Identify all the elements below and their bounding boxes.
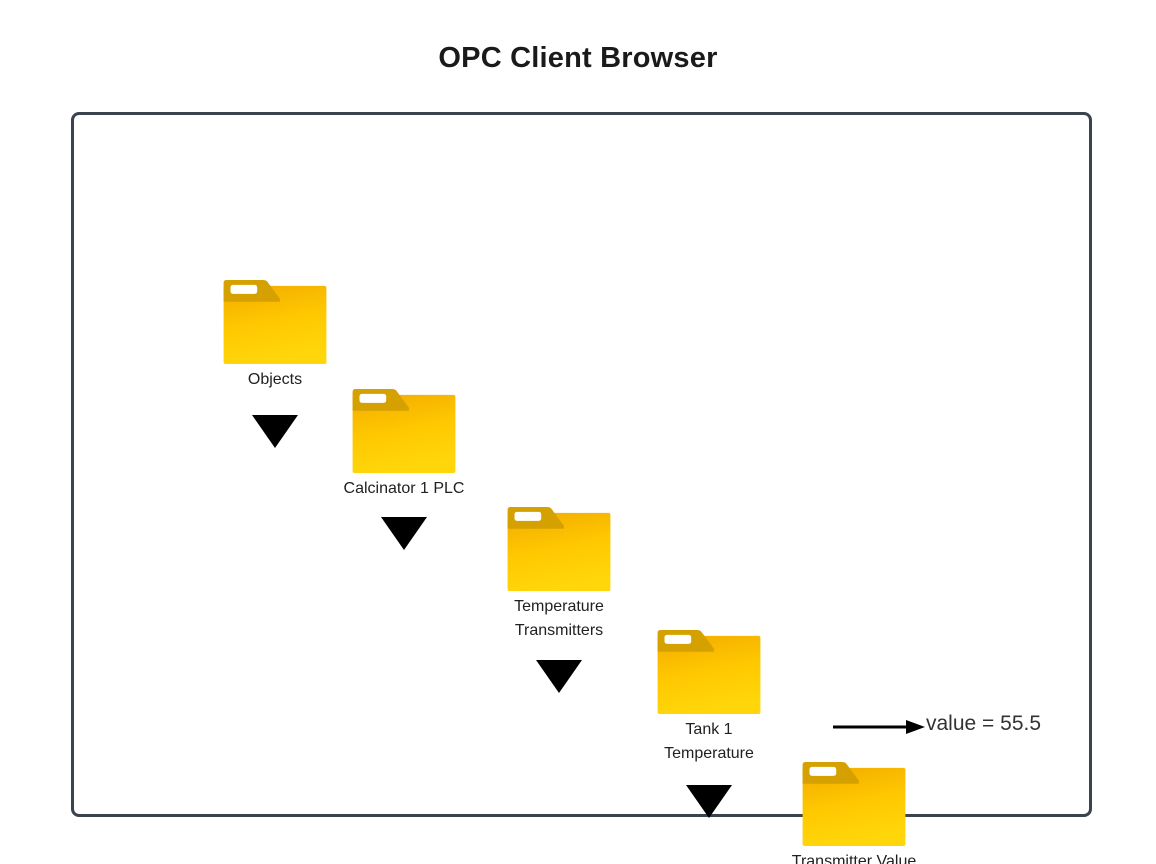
node-label: Objects <box>247 371 303 388</box>
arrow-right-icon <box>833 720 925 734</box>
page-title: OPC Client Browser <box>438 42 718 74</box>
browser-panel: Objects Calcinator 1 PLC <box>71 112 1092 864</box>
node-label: Tank 1 Temperature <box>664 721 754 762</box>
node-label: Transmitter Value <box>791 853 917 864</box>
tree-node-objects: Objects <box>222 278 328 448</box>
folder-icon[interactable] <box>222 278 328 365</box>
triangle-down-icon[interactable] <box>252 415 298 448</box>
tree-node-temperature-transmitters: Temperature Transmitters <box>506 505 612 693</box>
tree-node-calcinator-1-plc: Calcinator 1 PLC <box>344 387 464 550</box>
triangle-down-icon[interactable] <box>536 660 582 693</box>
tree-node-transmitter-value: Transmitter Value <box>792 760 916 864</box>
folder-icon[interactable] <box>351 387 457 474</box>
node-label: Temperature Transmitters <box>514 598 604 639</box>
folder-icon[interactable] <box>801 760 907 847</box>
triangle-down-icon[interactable] <box>686 785 732 818</box>
folder-icon[interactable] <box>506 505 612 592</box>
triangle-down-icon[interactable] <box>381 517 427 550</box>
node-label: Calcinator 1 PLC <box>343 480 465 497</box>
value-readout: value = 55.5 <box>926 712 1042 735</box>
tree-node-tank-1-temperature: Tank 1 Temperature <box>656 628 762 818</box>
folder-icon[interactable] <box>656 628 762 715</box>
